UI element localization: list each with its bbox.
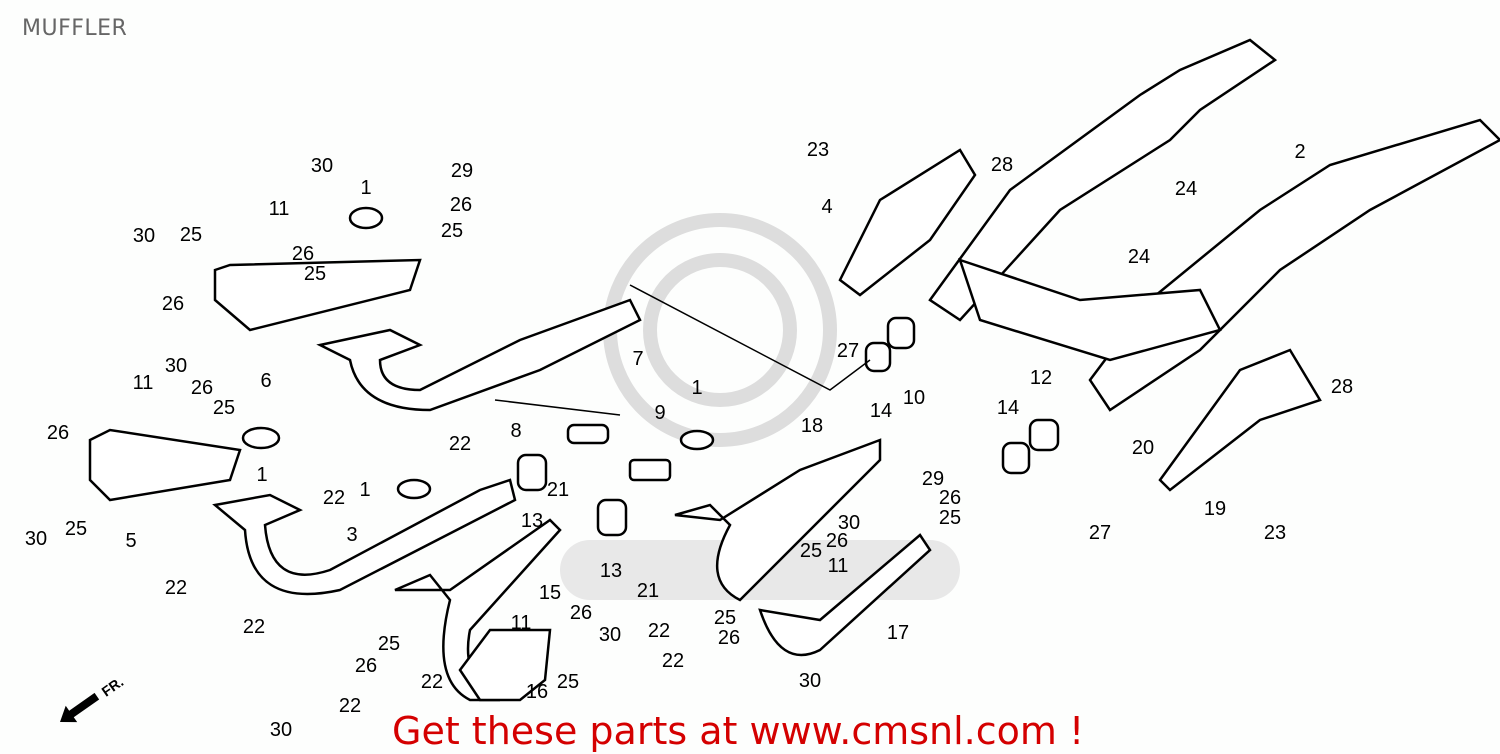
callout-30: 30 [799,670,821,692]
callout-20: 20 [1132,437,1154,459]
callout-24: 24 [1128,246,1150,268]
callout-22: 22 [339,695,361,717]
callout-22: 22 [165,577,187,599]
callout-1: 1 [360,177,371,199]
callout-11: 11 [269,198,290,220]
callout-21: 21 [547,479,569,501]
callout-11: 11 [511,612,532,634]
callout-26: 26 [826,530,848,552]
callout-1: 1 [256,464,267,486]
callout-22: 22 [421,671,443,693]
clamps-and-gaskets [241,206,1060,537]
page-title: MUFFLER [22,16,128,41]
callout-25: 25 [714,607,736,629]
callout-2: 2 [1294,141,1305,163]
callout-26: 26 [355,655,377,677]
callout-25: 25 [180,224,202,246]
callout-8: 8 [510,420,521,442]
callout-25: 25 [800,540,822,562]
callout-22: 22 [662,650,684,672]
callout-22: 22 [648,620,670,642]
callout-16: 16 [526,681,548,703]
callout-27: 27 [1089,522,1111,544]
callout-26: 26 [450,194,472,216]
callout-26: 26 [47,422,69,444]
callout-30: 30 [838,512,860,534]
callout-25: 25 [378,633,400,655]
callout-6: 6 [260,370,271,392]
callout-23: 23 [807,139,829,161]
callout-29: 29 [922,468,944,490]
callout-29: 29 [451,160,473,182]
callout-30: 30 [311,155,333,177]
promo-link[interactable]: Get these parts at www.cmsnl.com ! [392,709,1085,753]
callout-25: 25 [65,518,87,540]
callout-1: 1 [691,377,702,399]
callout-24: 24 [1175,178,1197,200]
callout-13: 13 [521,510,543,532]
callout-12: 12 [1030,367,1052,389]
callout-14: 14 [997,397,1019,419]
callout-26: 26 [292,243,314,265]
callout-22: 22 [449,433,471,455]
callout-10: 10 [903,387,925,409]
callout-25: 25 [939,507,961,529]
callout-30: 30 [133,225,155,247]
exhaust-pipes [88,258,932,702]
callout-11: 11 [133,372,154,394]
callout-25: 25 [557,671,579,693]
callout-30: 30 [165,355,187,377]
callout-9: 9 [654,402,665,424]
leader-lines [494,284,871,416]
callout-3: 3 [346,524,357,546]
callout-7: 7 [632,348,643,370]
callout-14: 14 [870,400,892,422]
callout-26: 26 [191,377,213,399]
callout-26: 26 [162,293,184,315]
callout-27: 27 [837,340,859,362]
callout-30: 30 [25,528,47,550]
callout-15: 15 [539,582,561,604]
callout-25: 25 [441,220,463,242]
callout-5: 5 [125,530,136,552]
callout-23: 23 [1264,522,1286,544]
callout-26: 26 [718,627,740,649]
callout-11: 11 [828,555,849,577]
callout-25: 25 [213,397,235,419]
callout-13: 13 [600,560,622,582]
callout-22: 22 [323,487,345,509]
callout-22: 22 [243,616,265,638]
front-arrow-icon: FR. [60,673,127,723]
callout-26: 26 [939,487,961,509]
callout-4: 4 [821,196,832,218]
callout-28: 28 [1331,376,1353,398]
callout-28: 28 [991,154,1013,176]
callout-19: 19 [1204,498,1226,520]
callout-26: 26 [570,602,592,624]
callout-30: 30 [270,719,292,741]
muffler-assembly-2 [928,38,1500,412]
callout-17: 17 [887,622,909,644]
callout-25: 25 [304,263,326,285]
callout-18: 18 [801,415,823,437]
heat-shield-4 [838,148,977,297]
front-direction-label: FR. [99,673,127,699]
callout-30: 30 [599,624,621,646]
callout-1: 1 [359,479,370,501]
callout-21: 21 [637,580,659,602]
heat-shield-19 [1158,348,1322,492]
